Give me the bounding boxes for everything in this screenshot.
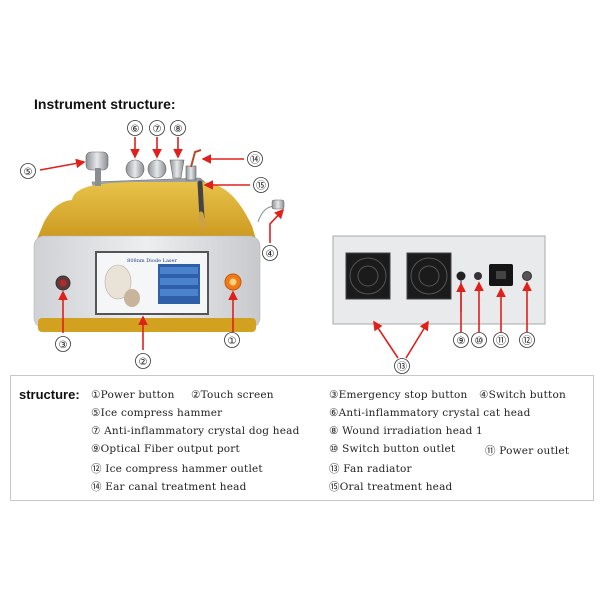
switch-button-plug — [271, 199, 285, 210]
callout-6: ⑥ — [131, 124, 140, 135]
screen-dog-icon — [104, 264, 132, 300]
legend-item-emergency-stop: ③Emergency stop button — [329, 389, 468, 401]
legend-item-ice-hammer-outlet: ⑫ Ice compress hammer outlet — [91, 463, 263, 475]
legend-item-ear-canal-head: ⑭ Ear canal treatment head — [91, 481, 247, 493]
arrow-13a — [373, 320, 399, 359]
arrow-13b — [405, 320, 429, 359]
arrow-5 — [39, 158, 86, 171]
legend-item-ice-compress-hammer: ⑤Ice compress hammer — [91, 407, 223, 419]
ear-canal-treatment-head — [190, 149, 202, 168]
cat-crystal-head — [125, 159, 145, 179]
callout-13: ⑬ — [397, 361, 407, 373]
device-back — [332, 235, 546, 325]
legend-item-fan-radiator: ⑬ Fan radiator — [329, 463, 412, 475]
callout-1: ① — [228, 336, 237, 347]
fan-radiator-left — [345, 252, 391, 300]
callout-7: ⑦ — [153, 124, 162, 135]
ear-canal-head-holder — [185, 165, 197, 181]
screen-menu-item-2 — [160, 278, 198, 285]
callout-2: ② — [139, 357, 148, 368]
switch-button-outlet — [474, 272, 482, 280]
oral-head-tip — [198, 211, 206, 228]
callout-9: ⑨ — [457, 336, 466, 347]
wound-irradiation-head — [169, 159, 185, 179]
fiber-output-port — [456, 271, 466, 281]
device-front: 808nm Diode Laser — [33, 149, 285, 332]
legend-item-switch-button-outlet: ⑩ Switch button outlet — [329, 443, 456, 455]
section-heading: Instrument structure: — [34, 96, 176, 112]
legend-item-cat-crystal-head: ⑥Anti-inflammatory crystal cat head — [329, 407, 531, 419]
legend-item-switch-button: ④Switch button — [479, 389, 566, 401]
callout-numbers: ① ② ③ ④ ⑤ ⑥ ⑦ ⑧ ⑭ ⑮ ⑨ ⑩ ⑪ ⑫ ⑬ — [20, 120, 535, 374]
legend-title: structure: — [19, 387, 80, 402]
callout-4: ④ — [266, 249, 275, 260]
legend-item-wound-irradiation-head: ⑧ Wound irradiation head 1 — [329, 425, 483, 437]
callout-8: ⑧ — [174, 124, 183, 135]
legend-item-power-button: ①Power button — [91, 389, 175, 401]
callout-10: ⑩ — [475, 336, 484, 347]
screen-title: 808nm Diode Laser — [127, 258, 177, 264]
legend-item-dog-crystal-head: ⑦ Anti-inflammatory crystal dog head — [91, 425, 300, 437]
legend-item-power-outlet: ⑪ Power outlet — [485, 445, 570, 457]
hammer-stem — [95, 168, 101, 186]
structure-legend: structure: ①Power button ②Touch screen ③… — [10, 375, 594, 501]
ice-compress-hammer — [85, 151, 109, 171]
legend-item-touch-screen: ②Touch screen — [191, 389, 274, 401]
arrow-4 — [269, 208, 285, 243]
callout-14: ⑭ — [250, 154, 260, 166]
legend-item-oral-treatment-head: ⑮Oral treatment head — [329, 481, 453, 493]
fan-radiator-right — [406, 252, 452, 300]
screen-cat-icon — [124, 289, 140, 307]
screen-menu-item-3 — [160, 289, 198, 296]
callout-arrows — [39, 137, 532, 359]
instrument-diagram: 808nm Diode Laser — [20, 120, 546, 374]
callout-12: ⑫ — [522, 335, 532, 347]
dog-crystal-head — [147, 159, 167, 179]
callout-5: ⑤ — [24, 167, 33, 178]
bottom-band — [38, 318, 256, 332]
screen-menu-item-1 — [160, 267, 198, 274]
ice-hammer-outlet — [522, 271, 532, 281]
callout-15: ⑮ — [256, 180, 266, 192]
legend-item-fiber-output-port: ⑨Optical Fiber output port — [91, 443, 240, 455]
callout-11: ⑪ — [496, 335, 506, 347]
callout-3: ③ — [59, 340, 68, 351]
